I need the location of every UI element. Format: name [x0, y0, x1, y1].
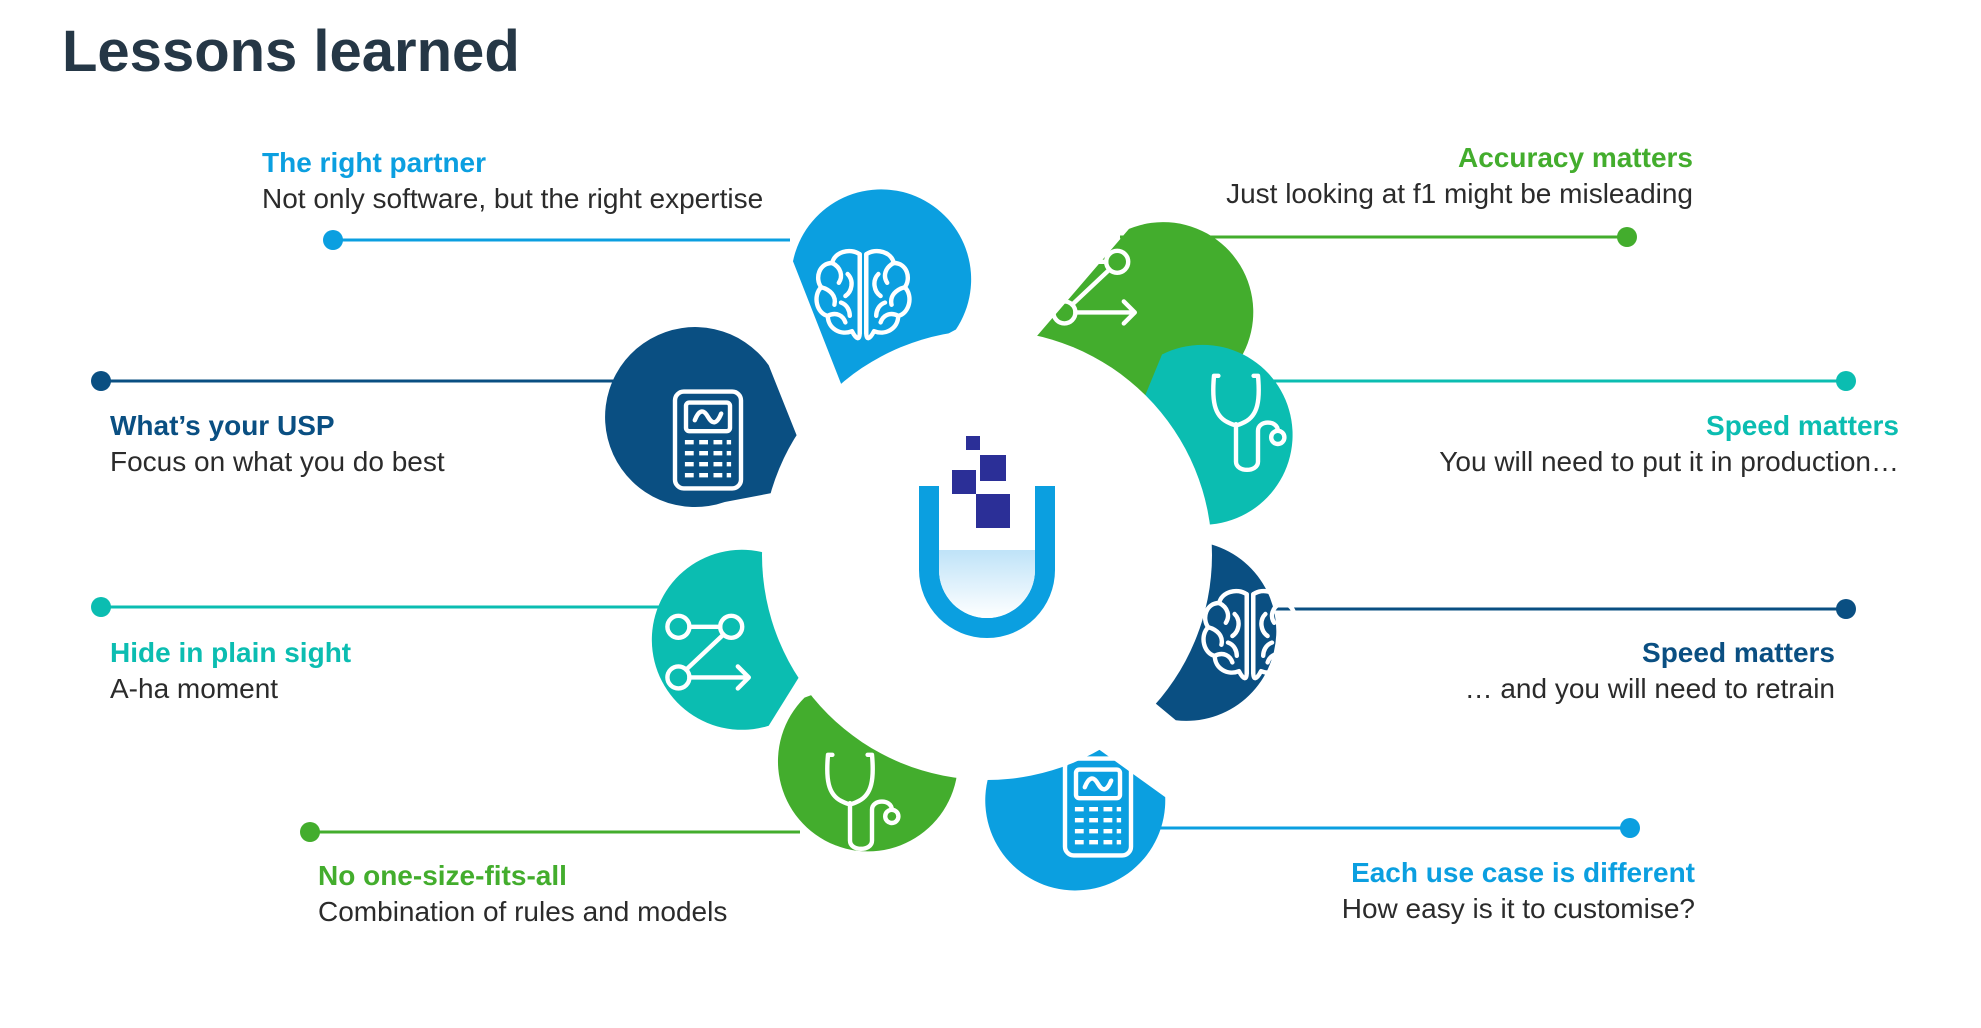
lesson-text: You will need to put it in production…	[1439, 446, 1899, 477]
connector-the-right-partner	[323, 230, 790, 250]
lesson-heading: Speed matters	[1706, 410, 1899, 441]
lesson-text: Focus on what you do best	[110, 446, 445, 477]
connector-each-use-case	[1120, 818, 1640, 838]
page-title: Lessons learned	[62, 19, 520, 84]
lesson-the-right-partner: The right partner Not only software, but…	[262, 145, 763, 217]
lesson-hide-in-plain-sight: Hide in plain sight A-ha moment	[110, 635, 351, 707]
lesson-accuracy-matters: Accuracy matters Just looking at f1 migh…	[1226, 140, 1693, 212]
lesson-heading: Accuracy matters	[1457, 142, 1693, 173]
lesson-text: Combination of rules and models	[318, 896, 728, 927]
center-logo	[919, 436, 1055, 638]
lesson-speed-matters-production: Speed matters You will need to put it in…	[1439, 408, 1899, 480]
lesson-no-one-size-fits-all: No one-size-fits-all Combination of rule…	[318, 858, 727, 930]
connector-no-one-size-fits-all	[300, 822, 800, 842]
lesson-heading: No one-size-fits-all	[318, 860, 567, 891]
connector-whats-your-usp	[91, 371, 680, 391]
petal-whats-your-usp	[605, 327, 817, 508]
lesson-text: A-ha moment	[110, 673, 279, 704]
lesson-heading: Hide in plain sight	[110, 637, 352, 668]
lesson-text: How easy is it to customise?	[1341, 893, 1695, 924]
lesson-heading: What’s your USP	[110, 410, 335, 441]
lesson-whats-your-usp: What’s your USP Focus on what you do bes…	[110, 408, 445, 480]
lesson-speed-matters-retrain: Speed matters … and you will need to ret…	[1465, 635, 1835, 707]
connector-speed-matters-1	[1270, 371, 1856, 391]
connector-speed-matters-2	[1270, 599, 1856, 619]
lesson-each-use-case-is-different: Each use case is different How easy is i…	[1342, 855, 1695, 927]
lesson-heading: Each use case is different	[1351, 857, 1695, 888]
lesson-heading: The right partner	[262, 147, 487, 178]
lesson-heading: Speed matters	[1642, 637, 1835, 668]
lesson-text: … and you will need to retrain	[1464, 673, 1835, 704]
lesson-text: Not only software, but the right experti…	[262, 183, 764, 214]
connector-hide-in-plain-sight	[91, 597, 680, 617]
lesson-text: Just looking at f1 might be misleading	[1226, 178, 1693, 209]
